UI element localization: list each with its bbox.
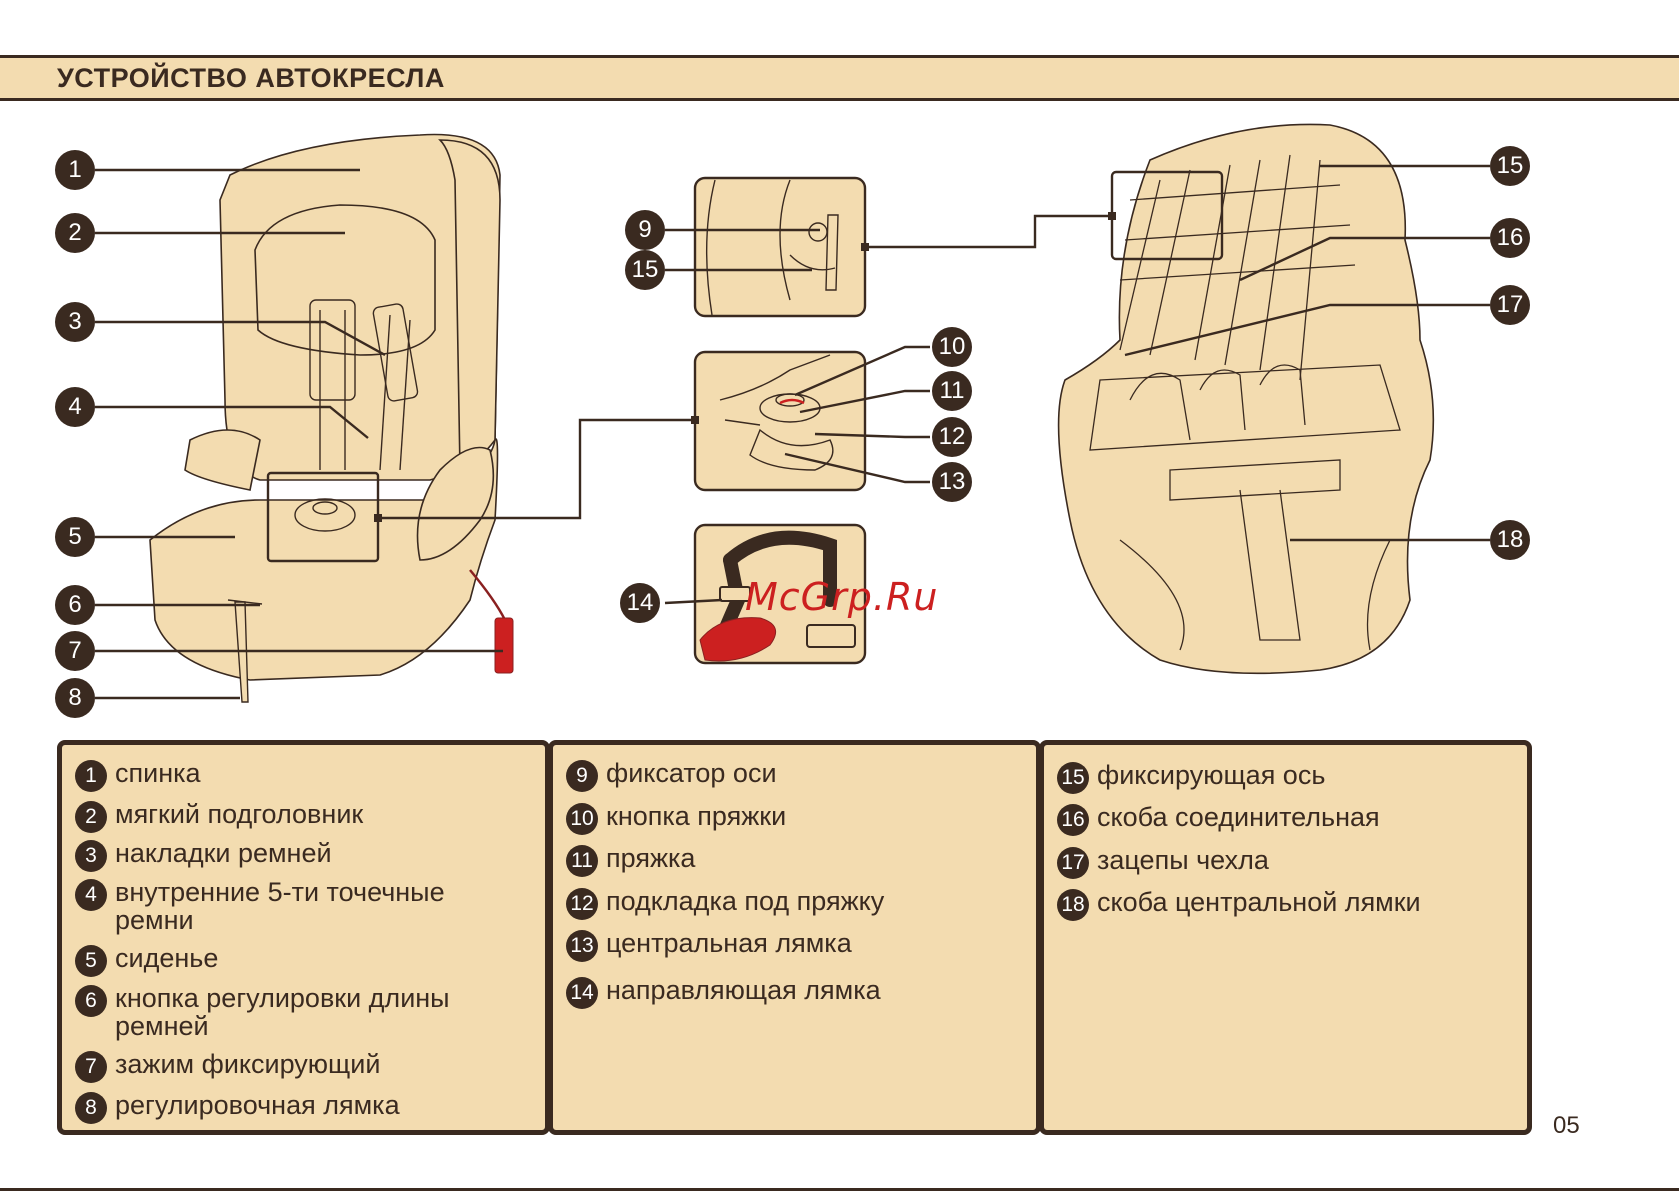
callout-3: 3 <box>55 302 95 342</box>
callout-15b: 15 <box>1490 146 1530 186</box>
callout-9: 9 <box>625 210 665 250</box>
callout-15a: 15 <box>625 250 665 290</box>
callout-18: 18 <box>1490 520 1530 560</box>
callout-13: 13 <box>932 462 972 502</box>
page-title: УСТРОЙСТВО АВТОКРЕСЛА <box>57 63 445 93</box>
callout-8: 8 <box>55 678 95 718</box>
footer-divider <box>0 1188 1679 1191</box>
page-header: УСТРОЙСТВО АВТОКРЕСЛА <box>0 55 1679 101</box>
callout-4: 4 <box>55 387 95 427</box>
callout-7: 7 <box>55 631 95 671</box>
page-number: 05 <box>1553 1112 1580 1139</box>
callout-6: 6 <box>55 585 95 625</box>
callout-10: 10 <box>932 327 972 367</box>
watermark: McGrp.Ru <box>745 575 939 619</box>
callout-2: 2 <box>55 213 95 253</box>
callout-5: 5 <box>55 517 95 557</box>
callout-16: 16 <box>1490 218 1530 258</box>
callout-11: 11 <box>932 371 972 411</box>
callout-12: 12 <box>932 417 972 457</box>
callout-14: 14 <box>620 583 660 623</box>
callout-1: 1 <box>55 150 95 190</box>
callout-17: 17 <box>1490 285 1530 325</box>
